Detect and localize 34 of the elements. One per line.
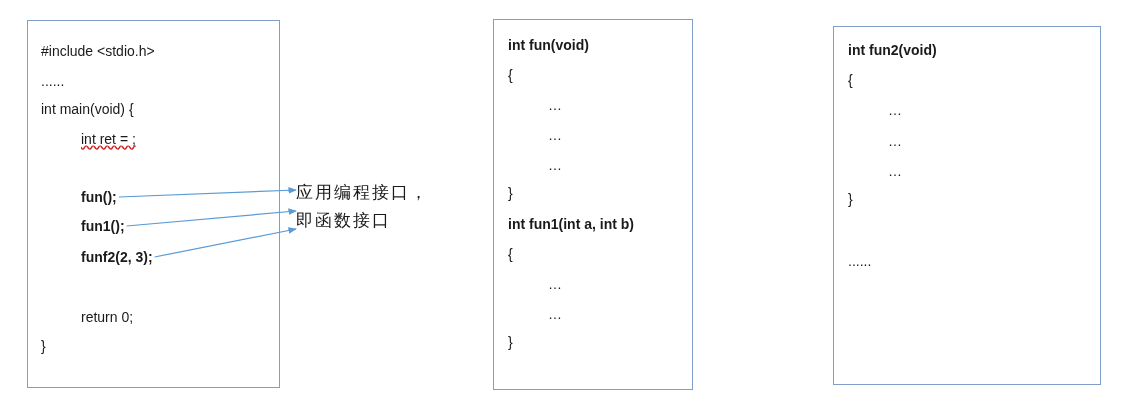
code-line: … [888, 132, 902, 150]
code-line: … [548, 96, 562, 114]
function-call: fun1(); [81, 217, 125, 235]
annotation-text: 应用编程接口，即函数接口 [296, 178, 446, 234]
code-line: … [548, 156, 562, 174]
code-line: … [548, 126, 562, 144]
code-line: { [848, 71, 853, 89]
code-box [27, 20, 280, 388]
code-box [833, 26, 1101, 385]
code-line: … [548, 305, 562, 323]
code-line: ...... [848, 252, 872, 270]
code-line: } [508, 333, 513, 351]
code-line: int fun1(int a, int b) [508, 215, 634, 233]
code-line: … [888, 101, 902, 119]
function-call: funf2(2, 3); [81, 248, 153, 266]
code-line: #include <stdio.h> [41, 42, 155, 60]
code-line: } [41, 337, 46, 355]
code-line: ...... [41, 72, 65, 90]
arrow [153, 227, 297, 258]
code-line: … [548, 275, 562, 293]
code-line: int fun(void) [508, 36, 589, 54]
code-line: … [888, 162, 902, 180]
code-line: int ret = ; [81, 130, 136, 148]
arrow [125, 208, 297, 227]
code-line: } [508, 184, 513, 202]
function-call: fun(); [81, 188, 117, 206]
code-line: } [848, 190, 853, 208]
arrow [118, 186, 297, 198]
code-line: { [508, 66, 513, 84]
code-line: return 0; [81, 308, 134, 326]
code-box [493, 19, 693, 390]
code-line: { [508, 245, 513, 263]
code-line: int fun2(void) [848, 41, 937, 59]
code-line: int main(void) { [41, 100, 134, 118]
